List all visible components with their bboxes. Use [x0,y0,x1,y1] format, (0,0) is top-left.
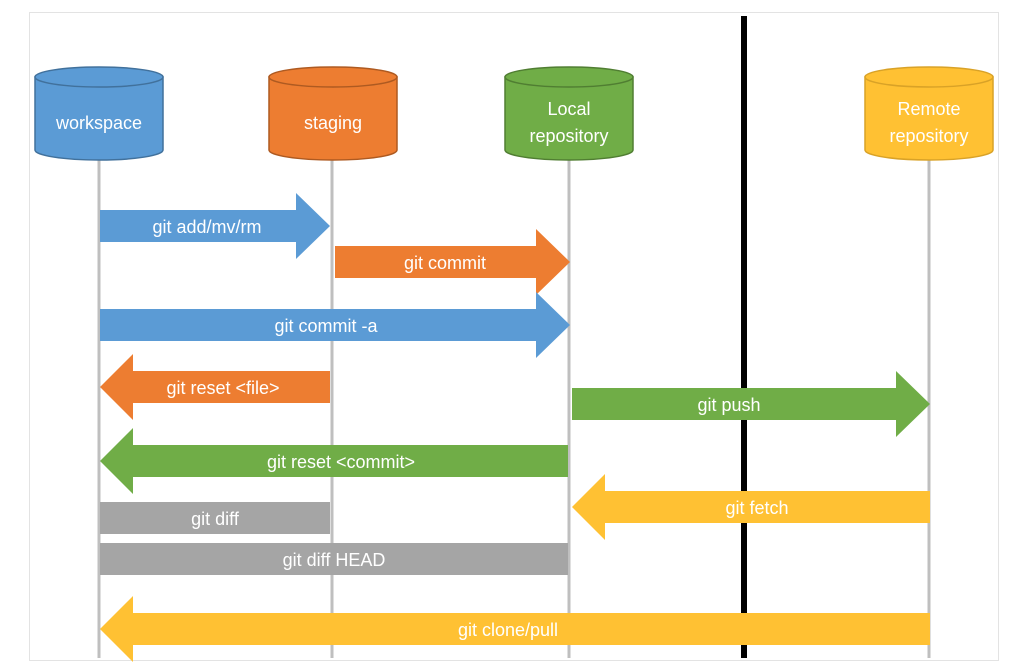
remote-repository-label-line2: repository [889,126,968,146]
git-commit-arrow: git commit [335,229,570,295]
git-reset-file-label: git reset <file> [166,378,279,398]
git-reset-file-arrow: git reset <file> [100,354,330,420]
git-diff-head-bar: git diff HEAD [100,543,568,575]
staging-cylinder: staging [268,66,398,161]
git-commit-label: git commit [404,253,486,273]
git-push-label: git push [697,395,760,415]
git-clone-pull-arrow: git clone/pull [100,596,930,662]
git-add-label: git add/mv/rm [152,217,261,237]
git-commit-a-arrow: git commit -a [100,292,570,358]
git-push-arrow: git push [572,371,930,437]
git-diff-head-label: git diff HEAD [283,550,386,570]
git-reset-commit-label: git reset <commit> [267,452,415,472]
git-fetch-arrow: git fetch [572,474,930,540]
git-clone-pull-label: git clone/pull [458,620,558,640]
staging-label: staging [304,113,362,133]
local-repository-cylinder: Local repository [504,66,634,161]
git-diff-label: git diff [191,509,240,529]
git-diff-bar: git diff [100,502,330,534]
local-repository-label-line1: Local [547,99,590,119]
workspace-label: workspace [55,113,142,133]
git-fetch-label: git fetch [725,498,788,518]
workspace-cylinder: workspace [34,66,164,161]
local-repository-label-line2: repository [529,126,608,146]
remote-repository-cylinder: Remote repository [864,66,994,161]
remote-repository-label-line1: Remote [897,99,960,119]
git-reset-commit-arrow: git reset <commit> [100,428,568,494]
git-commit-a-label: git commit -a [274,316,378,336]
git-add-arrow: git add/mv/rm [100,193,330,259]
